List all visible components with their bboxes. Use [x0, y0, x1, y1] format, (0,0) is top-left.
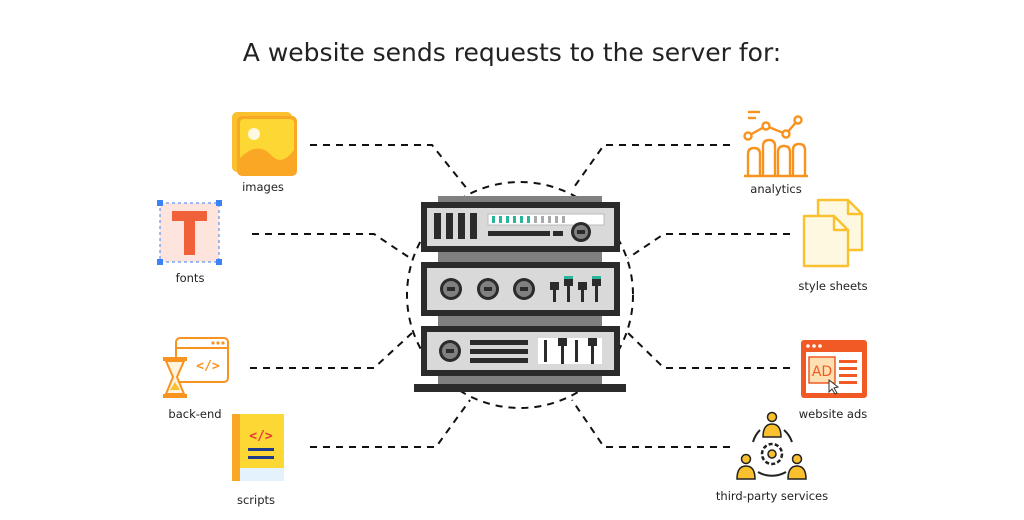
connector-style-sheets — [627, 233, 790, 259]
server-unit-1 — [421, 202, 620, 252]
connector-images — [310, 144, 469, 191]
backend-code-glyph: </> — [196, 359, 220, 374]
font-icon — [157, 200, 222, 265]
connector-website-ads — [627, 332, 790, 369]
analytics-icon — [743, 110, 808, 178]
backend-icon: </> — [163, 337, 229, 398]
page-title: A website sends requests to the server f… — [242, 38, 782, 67]
label-website-ads: website ads — [799, 407, 868, 421]
server-unit-3 — [421, 326, 620, 376]
server-boundary-circle — [406, 181, 634, 409]
server-unit-2 — [421, 262, 620, 316]
connector-third-party — [571, 399, 730, 448]
third-party-services-icon — [736, 411, 807, 480]
connector-back-end — [250, 332, 413, 369]
connector-fonts — [252, 233, 411, 259]
ads-icon: AD — [801, 340, 867, 398]
script-code-glyph: </> — [249, 429, 273, 444]
label-style-sheets: style sheets — [798, 279, 867, 293]
script-icon: </> — [232, 414, 284, 481]
image-icon — [232, 112, 297, 176]
ads-badge-text: AD — [812, 364, 832, 380]
label-scripts: scripts — [237, 493, 275, 507]
label-analytics: analytics — [750, 182, 801, 196]
connector-analytics — [571, 144, 730, 191]
label-third-party-services: third-party services — [716, 489, 828, 503]
stylesheet-icon — [802, 198, 864, 268]
label-fonts: fonts — [176, 271, 205, 285]
label-images: images — [242, 180, 284, 194]
connector-scripts — [310, 399, 471, 448]
label-back-end: back-end — [168, 407, 221, 421]
server-rack-icon — [414, 196, 626, 392]
